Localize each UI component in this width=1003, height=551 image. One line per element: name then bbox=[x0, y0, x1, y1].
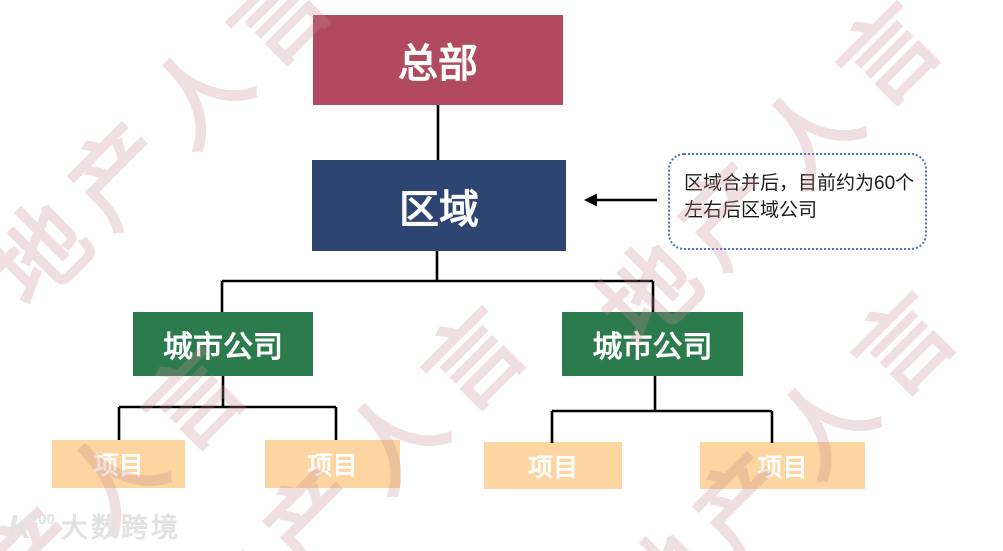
brand-logo-icon: K bbox=[8, 508, 32, 545]
node-city-company-right: 城市公司 bbox=[562, 312, 743, 376]
node-project-2: 项目 bbox=[265, 440, 400, 488]
brand-watermark: K 100 大数跨境 bbox=[8, 510, 181, 546]
edge-region-cities bbox=[220, 251, 655, 312]
node-project-3: 项目 bbox=[484, 442, 622, 489]
callout-text-line1: 区域合并后，目前约为60个 bbox=[684, 173, 915, 194]
node-project-1-label: 项目 bbox=[93, 452, 144, 480]
watermark-text: 地产人言 bbox=[594, 262, 990, 551]
node-project-1: 项目 bbox=[52, 440, 185, 488]
node-city-company-left: 城市公司 bbox=[133, 312, 313, 376]
node-city-company-left-label: 城市公司 bbox=[163, 331, 283, 364]
watermark-text: 地产人言 bbox=[164, 277, 560, 551]
brand-logo-text: 大数跨境 bbox=[60, 513, 181, 543]
node-region-label: 区域 bbox=[399, 187, 479, 232]
node-region: 区域 bbox=[312, 160, 566, 251]
node-headquarters: 总部 bbox=[313, 15, 563, 105]
region-annotation-callout: 区域合并后，目前约为60个 左右后区域公司 bbox=[668, 153, 927, 250]
callout-arrow-head bbox=[584, 193, 597, 207]
node-project-2-label: 项目 bbox=[307, 452, 358, 480]
node-project-4: 项目 bbox=[700, 442, 865, 489]
brand-logo-icon-sup: 100 bbox=[29, 511, 55, 528]
node-city-company-right-label: 城市公司 bbox=[592, 331, 713, 364]
node-project-3-label: 项目 bbox=[527, 453, 578, 482]
node-headquarters-label: 总部 bbox=[398, 42, 478, 86]
node-project-4-label: 项目 bbox=[757, 453, 808, 482]
edge-cityleft-projects bbox=[117, 376, 338, 440]
callout-text-line2: 左右后区域公司 bbox=[684, 200, 818, 221]
edge-cityright-projects bbox=[550, 376, 774, 443]
